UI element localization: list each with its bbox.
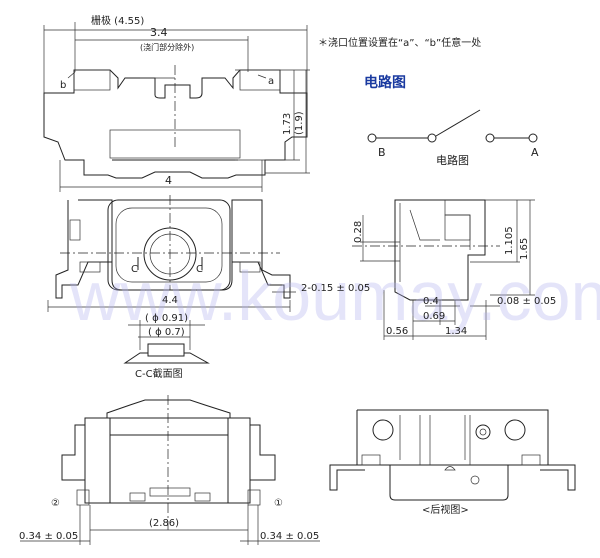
dim-1-34: 1.34: [445, 326, 467, 337]
gate-a-label: a: [268, 76, 274, 87]
section-mark-left: C: [131, 264, 138, 275]
dim-left-lead: 0.34 ± 0.05: [19, 531, 78, 542]
terminal-a-node: [528, 133, 538, 143]
dim-width-4-4: 4.4: [162, 295, 178, 306]
rear-view-caption: <后视图>: [422, 503, 469, 516]
terminal-1-label: ①: [274, 498, 283, 509]
switch-node: [427, 133, 437, 143]
section-view: [123, 320, 210, 364]
side-view: [352, 199, 535, 340]
rear-view: [329, 409, 576, 501]
dim-1-65: 1.65: [519, 238, 530, 260]
dim-0-69: 0.69: [423, 311, 445, 322]
dim-0-4: 0.4: [423, 296, 439, 307]
gate-b-label: b: [60, 80, 66, 91]
watermark: www.koumay.com: [69, 257, 600, 335]
dim-right-lead: 0.34 ± 0.05: [260, 531, 319, 542]
circuit-caption: 电路图: [436, 154, 469, 167]
terminal-b-node: [367, 133, 377, 143]
dim-lead-thickness: 2-0.15 ± 0.05: [301, 283, 370, 294]
section-caption: C-C截面图: [135, 367, 183, 380]
dim-0-28: 0.28: [353, 221, 364, 243]
dim-pitch: (2.86): [149, 518, 179, 529]
gate-note: ＊浇口位置设置在“a”、“b”任意一处: [318, 36, 481, 49]
front-view: [47, 195, 296, 312]
dim-height-1-73: 1.73: [282, 113, 293, 135]
dim-0-08: 0.08 ± 0.05: [497, 296, 556, 307]
dim-length-4: 4: [165, 174, 172, 187]
dim-width-3-4: 3.4: [150, 26, 168, 39]
dim-gate-overall: 栅极 (4.55): [91, 14, 144, 27]
top-view: [43, 22, 310, 192]
dim-phi-0-7: ( ϕ 0.7): [148, 327, 185, 338]
switch-node: [485, 133, 495, 143]
dim-0-56: 0.56: [386, 326, 408, 337]
dim-height-1-9: (1.9): [294, 111, 305, 135]
circuit-title: 电路图: [364, 74, 406, 91]
dim-width-note: (浇门部分除外): [140, 42, 194, 52]
bottom-view: [20, 395, 320, 545]
terminal-2-label: ②: [51, 498, 60, 509]
circuit-label-b: B: [378, 146, 386, 159]
circuit-diagram: [367, 109, 538, 143]
dim-phi-0-91: ( ϕ 0.91): [145, 313, 188, 324]
dim-1-105: 1.105: [504, 226, 515, 255]
circuit-label-a: A: [531, 146, 539, 159]
section-mark-right: C: [196, 264, 203, 275]
